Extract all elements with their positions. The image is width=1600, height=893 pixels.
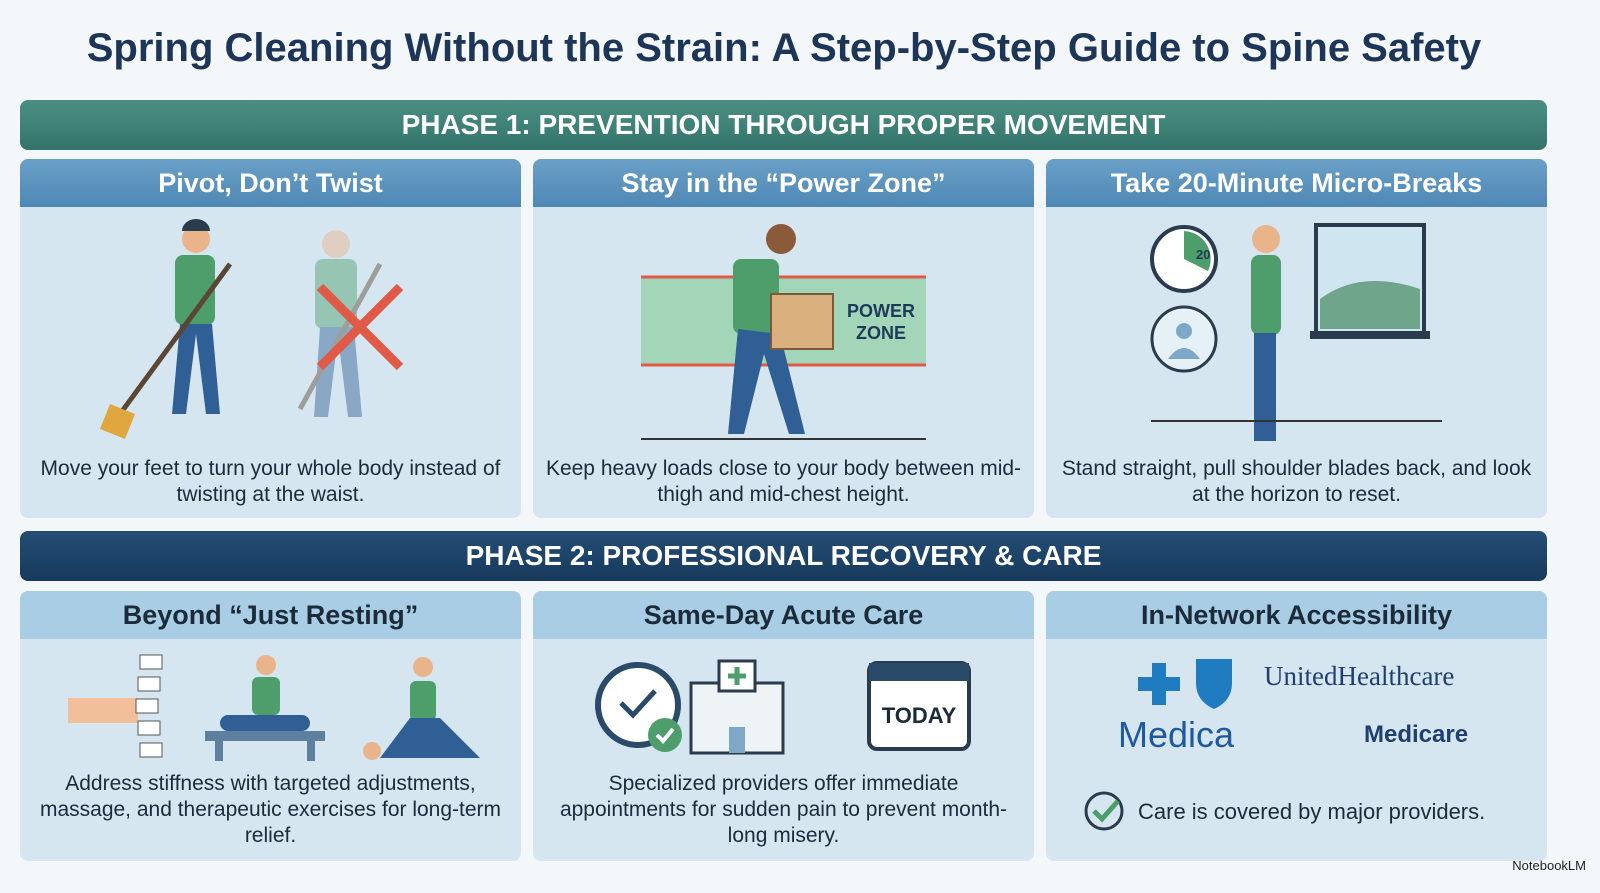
unitedhealthcare-logo: UnitedHealthcare (1264, 661, 1455, 691)
power-zone-label: ZONE (856, 323, 906, 343)
medicare-logo: Medicare (1364, 721, 1469, 748)
micro-break-illustration-icon: 20 (1150, 223, 1442, 441)
pivot-illustration-icon (100, 219, 404, 439)
coverage-note: Care is covered by major providers. (1138, 799, 1486, 824)
therapy-illustration-icon (68, 654, 480, 761)
card-description: Move your feet to turn your whole body i… (40, 457, 501, 506)
power-zone-illustration-icon: POWER ZONE (641, 224, 926, 440)
card-title: Stay in the “Power Zone” (533, 159, 1034, 207)
card-in-network: In-Network Accessibility UnitedHealthcar… (1046, 591, 1547, 861)
blue-cross-shield-logo-icon (1138, 659, 1232, 709)
medica-logo: Medica (1118, 714, 1235, 755)
card-title: Beyond “Just Resting” (20, 591, 521, 639)
card-same-day: Same-Day Acute Care TODAY Specialized pr… (533, 591, 1034, 861)
check-circle-icon (1084, 791, 1124, 831)
power-zone-label: POWER (847, 301, 915, 321)
card-description: Specialized providers offer immediate ap… (559, 772, 1008, 847)
card-micro-breaks: Take 20-Minute Micro-Breaks 20 Stand str… (1046, 159, 1547, 518)
card-pivot: Pivot, Don’t Twist Move your feet to tur… (20, 159, 521, 518)
page-title: Spring Cleaning Without the Strain: A St… (86, 26, 1482, 70)
card-title: Same-Day Acute Care (533, 591, 1034, 639)
card-title: Pivot, Don’t Twist (20, 159, 521, 207)
phase-1-banner: PHASE 1: PREVENTION THROUGH PROPER MOVEM… (20, 100, 1547, 150)
card-description: Address stiffness with targeted adjustme… (39, 772, 502, 847)
card-title: In-Network Accessibility (1046, 591, 1547, 639)
calendar-label: TODAY (882, 703, 957, 728)
notebooklm-watermark: NotebookLM (1512, 858, 1586, 873)
card-description: Keep heavy loads close to your body betw… (545, 457, 1022, 506)
card-title: Take 20-Minute Micro-Breaks (1046, 159, 1547, 207)
phase-2-banner: PHASE 2: PROFESSIONAL RECOVERY & CARE (20, 531, 1547, 581)
card-beyond-resting: Beyond “Just Resting” Address stiffness … (20, 591, 521, 861)
card-description: Stand straight, pull shoulder blades bac… (1061, 457, 1532, 506)
card-power-zone: Stay in the “Power Zone” POWER ZONE Keep… (533, 159, 1034, 518)
timer-label: 20 (1196, 247, 1210, 262)
same-day-illustration-icon: TODAY (595, 659, 971, 755)
